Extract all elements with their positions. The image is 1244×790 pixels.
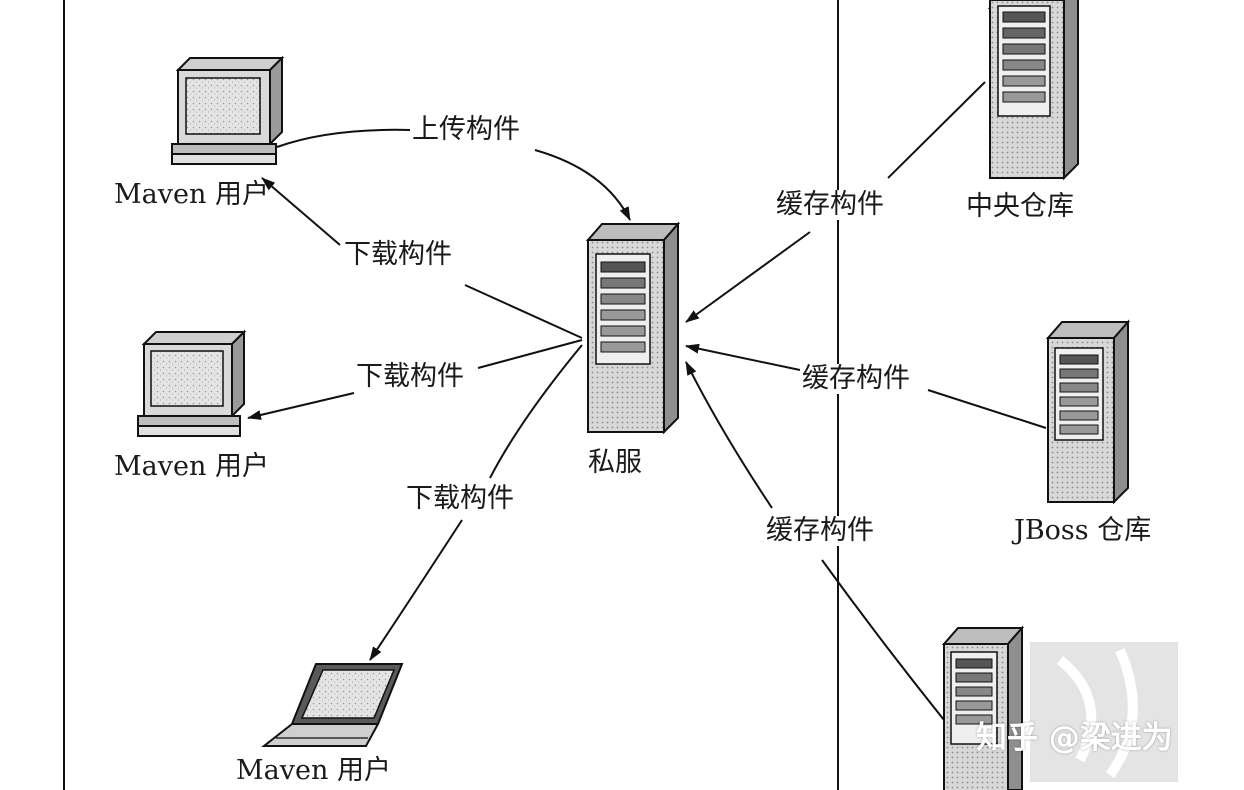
cache-jboss-label: 缓存构件 [800, 363, 912, 394]
zhihu-watermark-logo [1030, 642, 1178, 782]
private-server-icon [585, 221, 681, 435]
private-server-caption: 私服 [588, 447, 642, 478]
download-top-arrow [262, 178, 583, 339]
connections [248, 81, 1047, 721]
download-middle-label: 下载构件 [354, 361, 466, 392]
user-middle-caption: Maven 用户 [114, 451, 269, 482]
network-boundaries [63, 0, 839, 790]
jboss-repo-caption: JBoss 仓库 [1014, 515, 1152, 546]
bottom-repo-server-icon [941, 625, 1025, 790]
cache-bottom-arrow [686, 362, 945, 721]
download-top-label: 下载构件 [342, 239, 454, 270]
cache-jboss-arrow [686, 346, 1047, 429]
download-bottom-arrow [370, 344, 583, 660]
zhihu-watermark-text: 知乎 @梁进为 [976, 720, 1173, 756]
central-repo-caption: 中央仓库 [966, 191, 1074, 222]
upload-arrow [276, 128, 630, 220]
laptop-computer-icon [261, 663, 404, 747]
central-repo-server-icon [987, 0, 1079, 181]
desktop-computer-icon-middle [137, 329, 247, 437]
download-bottom-label: 下载构件 [404, 483, 516, 514]
download-middle-arrow [248, 339, 583, 418]
user-bottom-caption: Maven 用户 [236, 755, 391, 786]
cache-central-arrow [686, 81, 986, 322]
cache-central-label: 缓存构件 [774, 189, 886, 220]
desktop-computer-icon-top [171, 55, 285, 165]
upload-label: 上传构件 [410, 114, 522, 145]
jboss-repo-server-icon [1045, 319, 1131, 505]
cache-bottom-label: 缓存构件 [764, 515, 876, 546]
user-top-caption: Maven 用户 [114, 179, 269, 210]
